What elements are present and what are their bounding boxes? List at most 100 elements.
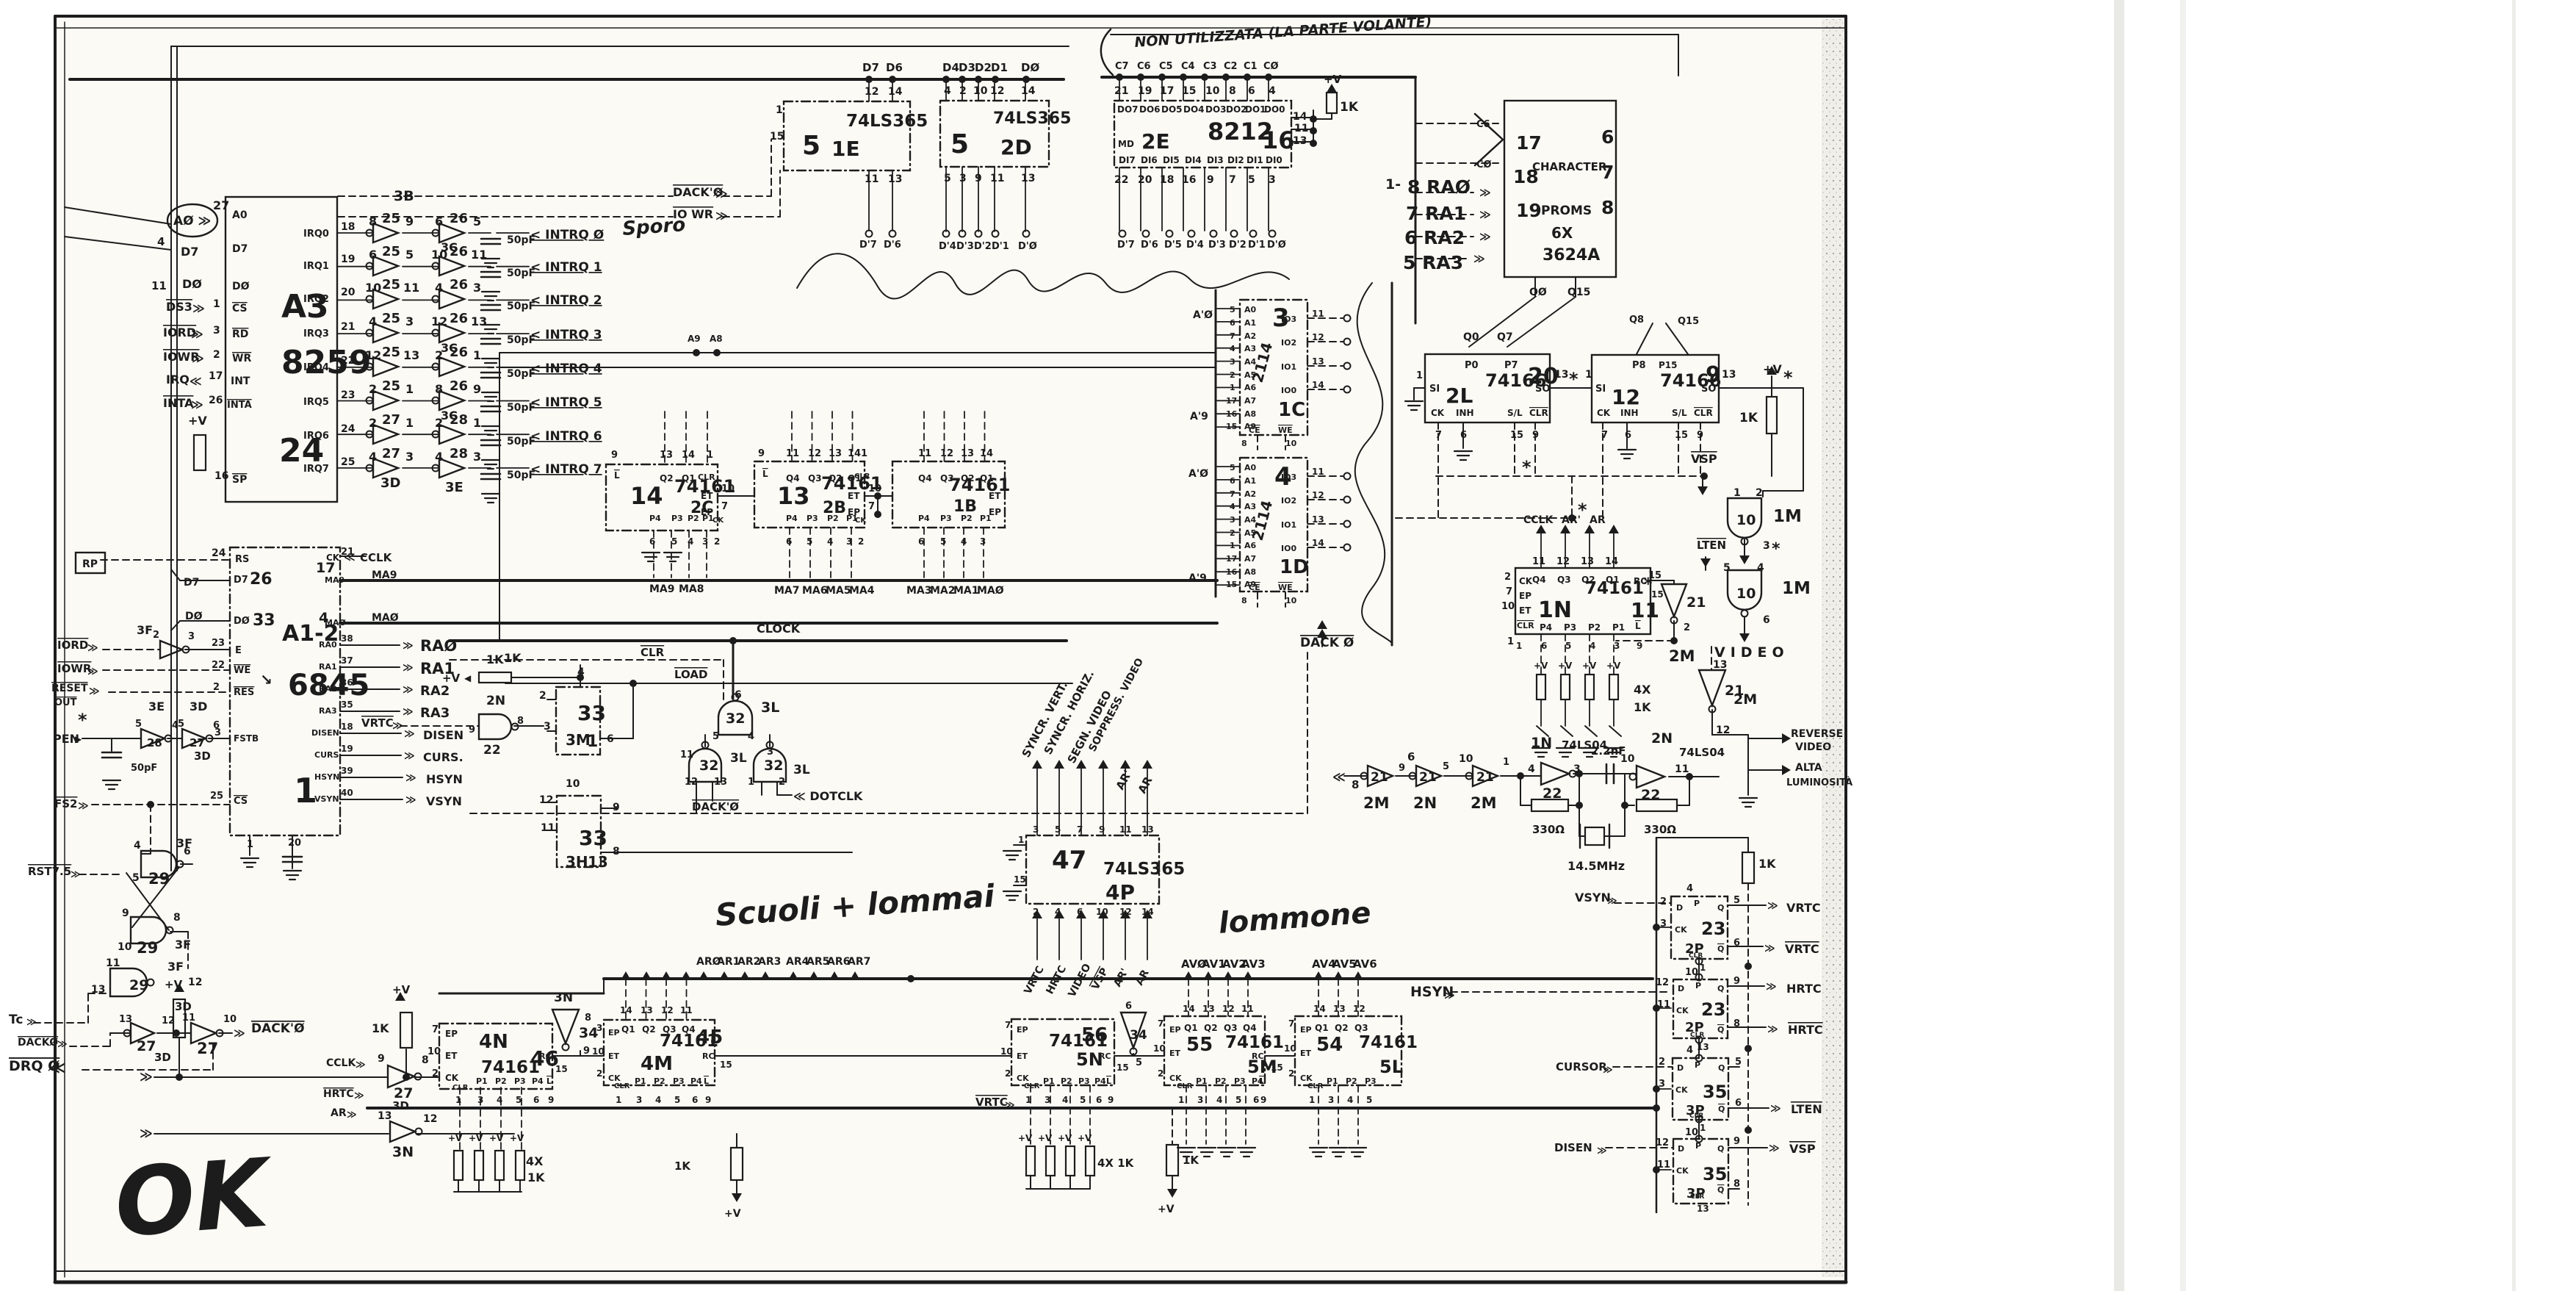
label: 3P — [1686, 1186, 1706, 1201]
connection-circle — [1343, 314, 1352, 323]
label: 1M — [1782, 579, 1811, 598]
crystal — [1584, 826, 1606, 846]
label: P2 — [961, 514, 973, 523]
label: ≫ — [1767, 900, 1778, 912]
label: 5 — [1136, 1057, 1142, 1068]
label: 6 — [435, 215, 443, 229]
connection-circle — [974, 229, 983, 238]
label: MA6 — [802, 585, 828, 597]
label: +V — [392, 983, 411, 996]
label: +V — [1558, 661, 1573, 671]
label: A5 — [1244, 528, 1256, 538]
gate-bubble — [365, 430, 374, 439]
label: DO5 — [1161, 104, 1183, 115]
label: 1D — [1280, 556, 1309, 578]
label: C3 — [1203, 61, 1217, 72]
label: 330Ω — [1532, 823, 1565, 836]
label: 1B — [953, 497, 977, 516]
gate-inv — [431, 389, 467, 411]
label: AR2 — [737, 956, 760, 968]
label: 50pF — [507, 301, 535, 312]
gate-bubble — [1408, 772, 1417, 780]
label: CE — [1249, 583, 1260, 592]
junction-dot — [1310, 140, 1317, 147]
label: 4X — [526, 1154, 544, 1168]
arrowhead — [395, 992, 405, 1001]
gate-bubble — [165, 926, 174, 935]
connection-circle — [1343, 362, 1352, 370]
label: 4 — [497, 1095, 502, 1105]
junction-dot — [1310, 127, 1317, 134]
label: 27 — [197, 1040, 218, 1057]
label: ≫ — [87, 666, 98, 677]
gate-nand — [109, 967, 155, 998]
label: 4 — [655, 1095, 661, 1105]
label: 27 — [382, 412, 400, 428]
junction-dot — [713, 349, 721, 356]
label: +V — [469, 1133, 483, 1143]
label: 50pF — [507, 234, 535, 246]
label: P2 — [827, 514, 839, 523]
label: CHARACTER — [1532, 160, 1607, 173]
label: 6 — [213, 720, 220, 731]
label: L — [546, 1076, 552, 1086]
label: 6 — [649, 536, 655, 547]
label: 11 — [1675, 763, 1689, 775]
label: 13 — [1333, 1004, 1346, 1014]
resistor — [1559, 673, 1571, 701]
label: 5 — [1733, 895, 1740, 906]
label: QØ — [1529, 287, 1547, 298]
label: Q1 — [1184, 1023, 1198, 1033]
gate-bubble — [765, 741, 774, 749]
label: IRQ1 — [303, 261, 329, 272]
label: +V — [1018, 1133, 1033, 1143]
label: P4 — [918, 514, 930, 523]
label: +V — [1582, 661, 1597, 671]
label: 74LS365 — [846, 112, 928, 131]
label: 3D — [392, 1099, 409, 1112]
resistor — [729, 1146, 744, 1182]
label: RC — [1634, 576, 1647, 586]
label: IOWR — [163, 350, 200, 364]
label: L — [704, 1076, 709, 1086]
ic-74161-4n-46-outline — [438, 1022, 554, 1090]
label: MA8 — [679, 583, 704, 595]
label: 9 — [758, 448, 765, 459]
label: P15 — [1659, 360, 1678, 370]
label: 34 — [579, 1025, 598, 1041]
label: P1 — [1196, 1076, 1208, 1086]
label: CS — [232, 303, 248, 314]
label: 1K — [486, 652, 504, 666]
label: * — [1578, 500, 1587, 520]
label: ≫ — [78, 800, 89, 812]
label: ≫ — [192, 351, 204, 365]
label: 7 — [1230, 331, 1235, 341]
label: P3 — [807, 514, 818, 523]
gate-inv — [389, 1120, 423, 1143]
label: 3624A — [1543, 246, 1600, 265]
label: 9 — [1399, 763, 1405, 774]
label: 2 — [369, 416, 377, 430]
gate-bubble — [215, 1029, 224, 1038]
label: Sporo — [621, 214, 686, 240]
label: 2C — [690, 499, 713, 517]
label: 9 — [1207, 174, 1214, 186]
label: CLOCK — [757, 622, 801, 636]
label: 4X — [1634, 683, 1651, 697]
label: 13 — [1713, 659, 1727, 671]
label: Q1 — [1606, 575, 1620, 585]
arrowhead — [1739, 555, 1750, 564]
label: P1 — [702, 514, 714, 523]
label: 11 — [1657, 1159, 1670, 1170]
label: CK — [1675, 1085, 1688, 1095]
label: IRQ6 — [303, 431, 329, 442]
label: CLR — [1689, 952, 1703, 960]
label: 5 — [674, 1095, 680, 1105]
label: A3 — [1244, 344, 1256, 353]
label: DI0 — [1266, 155, 1282, 165]
wire — [1636, 323, 1653, 355]
label: AØ ≫ — [173, 214, 211, 229]
label: 11 — [918, 448, 931, 459]
